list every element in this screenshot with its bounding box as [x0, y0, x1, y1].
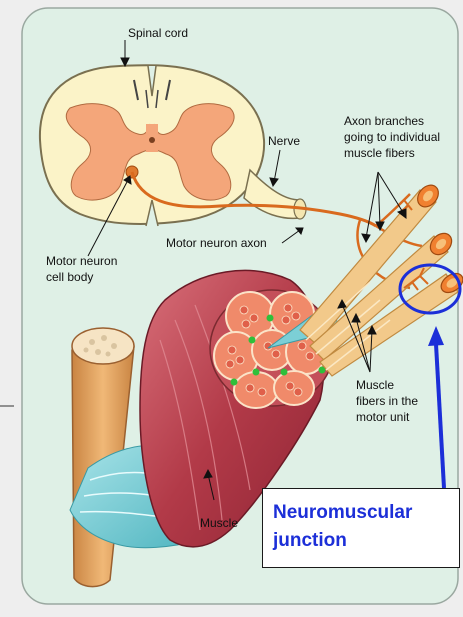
spinal-cord — [40, 65, 264, 226]
neuromuscular-junction-callout: Neuromuscular junction — [262, 488, 460, 568]
label-axon-branches-2: going to individual — [344, 130, 440, 145]
callout-line-2: junction — [273, 527, 459, 555]
label-axon-branches-1: Axon branches — [344, 114, 424, 129]
label-nerve: Nerve — [268, 134, 300, 149]
label-muscle-fibers-1: Muscle — [356, 378, 394, 393]
label-muscle-fibers-2: fibers in the — [356, 394, 418, 409]
label-cell-body-2: cell body — [46, 270, 93, 285]
label-motor-neuron-axon: Motor neuron axon — [166, 236, 267, 251]
label-muscle: Muscle — [200, 516, 238, 531]
label-cell-body-1: Motor neuron — [46, 254, 117, 269]
label-spinal-cord: Spinal cord — [128, 26, 188, 41]
label-axon-branches-3: muscle fibers — [344, 146, 415, 161]
label-muscle-fibers-3: motor unit — [356, 410, 409, 425]
callout-line-1: Neuromuscular — [273, 499, 459, 527]
